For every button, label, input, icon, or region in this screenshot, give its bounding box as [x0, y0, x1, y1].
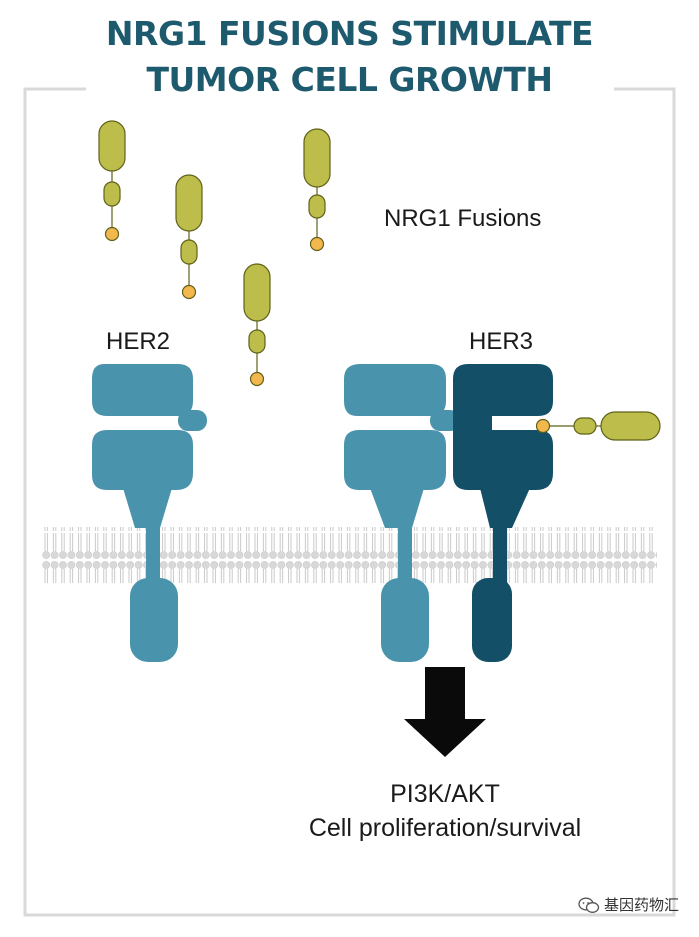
nrg1-ligand [175, 174, 203, 300]
her2-receptor [92, 364, 207, 662]
title-line-1: NRG1 FUSIONS STIMULATE [105, 14, 594, 53]
nrg1-ligand [98, 120, 126, 242]
watermark: 基因药物汇 [578, 894, 679, 915]
wechat-icon [578, 897, 600, 913]
pathway-label: PI3K/AKT [390, 780, 500, 808]
title-line-2: TUMOR CELL GROWTH [146, 60, 553, 99]
nrg1-ligand [243, 263, 271, 387]
frame-border [23, 87, 676, 917]
nrg1-fusions-label: NRG1 Fusions [384, 205, 542, 232]
her2-dimer-partner [344, 364, 460, 662]
outcome-label: Cell proliferation/survival [308, 814, 582, 842]
nrg1-ligand [303, 128, 331, 252]
nrg1-ligand-bound [535, 411, 661, 441]
her3-label: HER3 [469, 328, 534, 355]
watermark-text: 基因药物汇 [603, 897, 679, 914]
cell-membrane [42, 527, 657, 583]
her3-receptor [453, 364, 553, 662]
her2-label: HER2 [106, 328, 171, 355]
signaling-arrow [404, 667, 486, 757]
